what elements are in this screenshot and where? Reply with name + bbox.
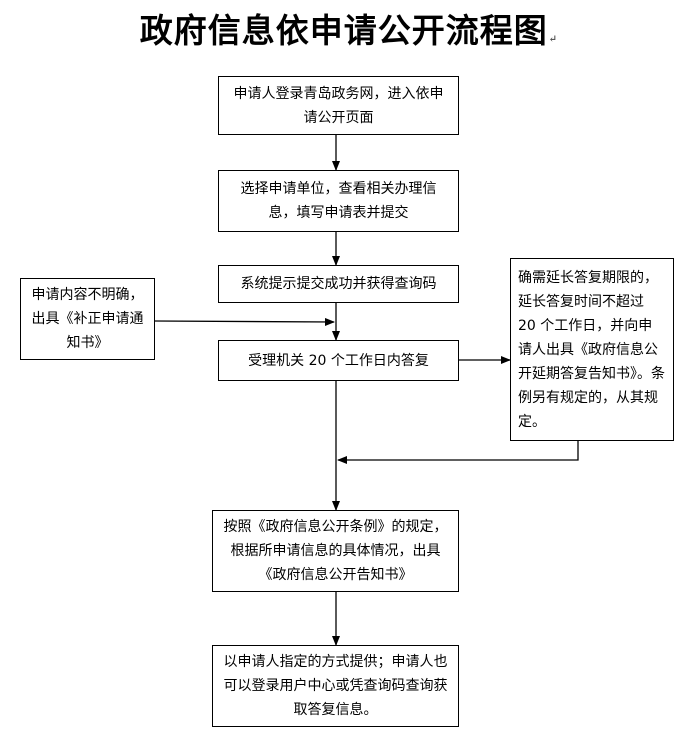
step-login-text: 申请人登录青岛政务网，进入依申请公开页面 (233, 85, 444, 126)
arrow-extension-return (337, 441, 579, 464)
paragraph-mark: ↵ (548, 34, 559, 45)
step-select-box: 选择申请单位，查看相关办理信息，填写申请表并提交 (218, 170, 459, 232)
step-reply-box: 受理机关 20 个工作日内答复 (218, 340, 459, 381)
step-select-text: 选择申请单位，查看相关办理信息，填写申请表并提交 (240, 181, 437, 221)
correction-notice-text: 申请内容不明确，出具《补正申请通知书》 (31, 287, 144, 351)
correction-notice-box: 申请内容不明确，出具《补正申请通知书》 (20, 278, 155, 360)
step-notice-text: 按照《政府信息公开条例》的规定，根据所申请信息的具体情况，出具《政府信息公开告知… (223, 519, 448, 583)
step-provide-box: 以申请人指定的方式提供；申请人也可以登录用户中心或凭查询码查询获取答复信息。 (212, 645, 459, 727)
page-title: 政府信息依申请公开流程图↵ (139, 11, 559, 50)
step-login-box: 申请人登录青岛政务网，进入依申请公开页面 (218, 76, 459, 135)
extension-notice-box: 确需延长答复期限的，延长答复时间不超过 20 个工作日，并向申请人出具《政府信息… (510, 258, 674, 441)
extension-notice-text: 确需延长答复期限的，延长答复时间不超过 20 个工作日，并向申请人出具《政府信息… (518, 269, 665, 430)
arrow-correction-to-main (154, 317, 335, 326)
step-reply-text: 受理机关 20 个工作日内答复 (248, 352, 429, 369)
step-system-text: 系统提示提交成功并获得查询码 (240, 276, 437, 292)
step-provide-text: 以申请人指定的方式提供；申请人也可以登录用户中心或凭查询码查询获取答复信息。 (223, 654, 448, 718)
step-notice-box: 按照《政府信息公开条例》的规定，根据所申请信息的具体情况，出具《政府信息公开告知… (212, 510, 459, 592)
step-system-box: 系统提示提交成功并获得查询码 (218, 265, 459, 303)
